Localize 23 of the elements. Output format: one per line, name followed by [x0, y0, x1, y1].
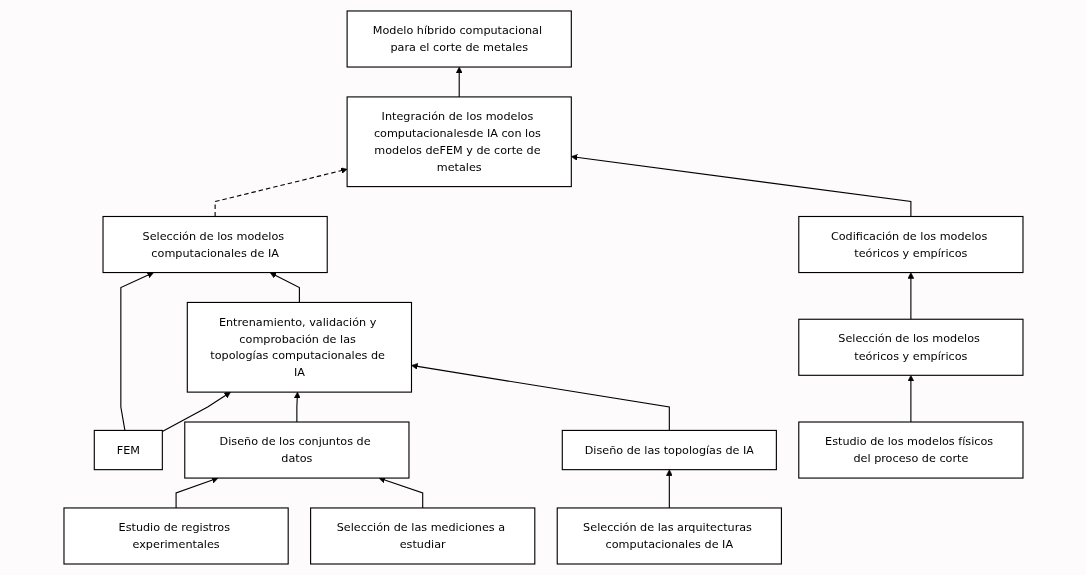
node-box: Codificación de los modelos teóricos y empíricos — [797, 215, 1024, 274]
node-box: Diseño de las topologías de IA — [561, 429, 777, 471]
arrow — [907, 375, 914, 423]
arrow — [455, 66, 462, 98]
arrow — [293, 391, 301, 423]
node-box: Selección de las arquitecturas computacionales de IA — [556, 507, 782, 565]
arrow — [214, 167, 347, 218]
node-box: Entrenamiento, validación y comprobación de las topologías computacionales de IA — [186, 301, 412, 393]
arrow — [665, 469, 673, 509]
node-box: Estudio de los modelos físicos del proceso de corte — [797, 421, 1024, 479]
node-box: Selección de los modelos computacionales de IA — [102, 215, 328, 274]
node-box: Selección de los modelos teóricos y empíricos — [797, 318, 1024, 376]
arrow — [269, 272, 300, 303]
node-box: Integración de los modelos computacionalesde IA con los modelos deFEM y de corte de metales — [346, 96, 572, 188]
arrow — [119, 272, 154, 431]
arrow — [161, 391, 231, 433]
arrow — [907, 272, 914, 320]
node-box: FEM — [93, 429, 163, 471]
arrow — [570, 154, 911, 218]
node-box: Modelo híbrido computacional para el corte de metales — [346, 10, 572, 68]
node-box: Diseño de los conjuntos de datos — [183, 421, 410, 479]
node-box: Estudio de registros experimentales — [62, 507, 289, 565]
node-box: Selección de las mediciones a estudiar — [309, 507, 535, 565]
